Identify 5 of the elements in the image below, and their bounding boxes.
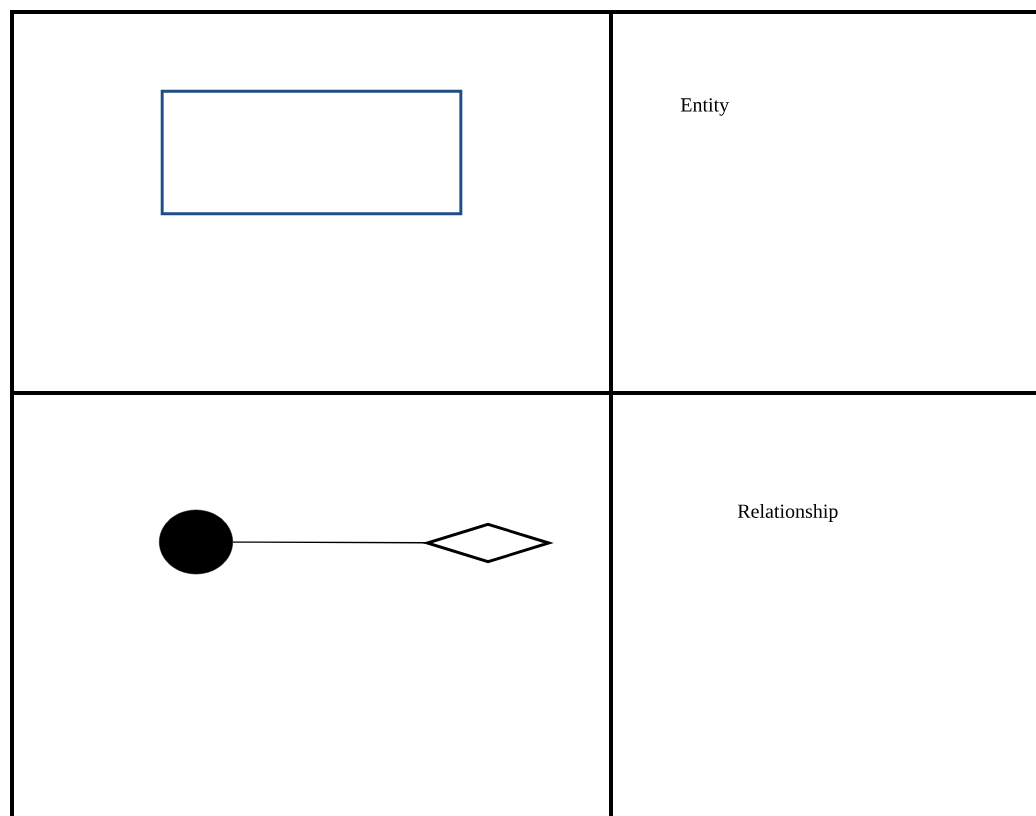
filled-circle [159, 509, 233, 575]
entity-box [160, 89, 463, 216]
connector-line [232, 541, 427, 544]
cell-text: Relationship [737, 503, 838, 523]
cell-text: Entity [680, 98, 730, 116]
